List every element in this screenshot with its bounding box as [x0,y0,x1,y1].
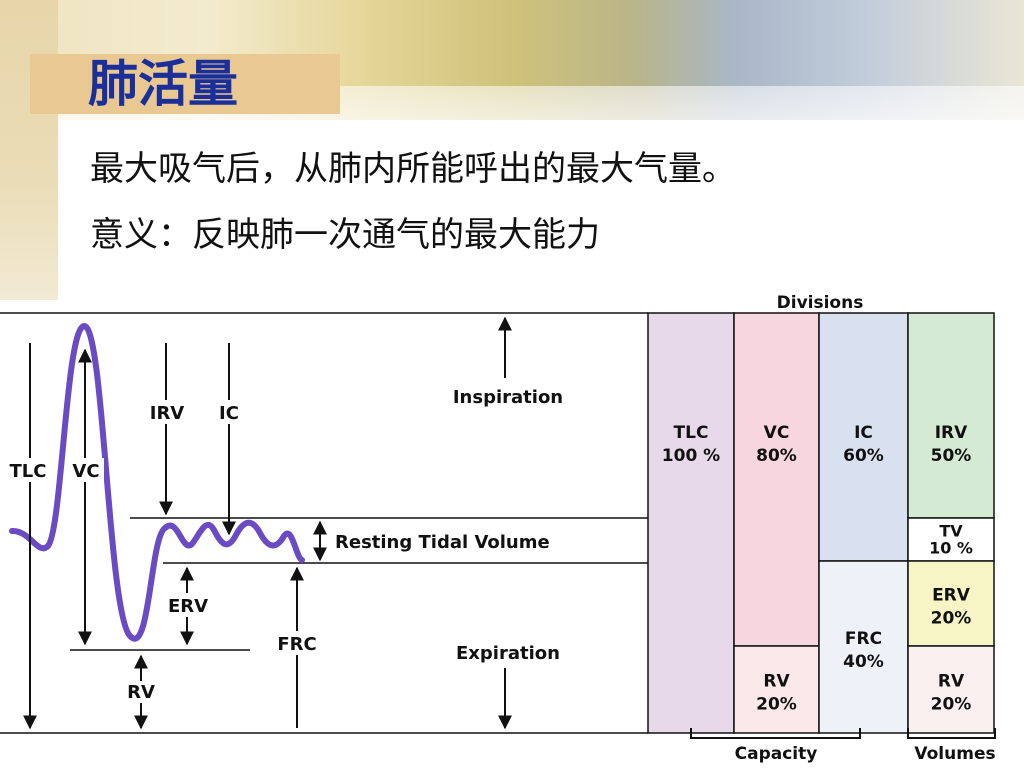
divisions-grid: TLC 100 % VC 80% RV 20% IC 60% FRC 40% IRV 50% TV10 … [647,312,995,734]
lung-volume-diagram: TLC VC IRV IC ERV RV FRC Inspiration Exp… [0,293,996,764]
title-highlight [30,54,340,114]
erv-label: ERV [168,596,208,617]
volumes-bracket [907,728,996,739]
decorative-left-strip [0,0,58,300]
division-cell-tv [907,517,995,562]
division-percent-tlc: 100 % [662,446,720,466]
capacity-label: Capacity [735,744,818,764]
division-name-irv: IRV [935,423,968,443]
division-percent-vc: 80% [756,446,797,466]
significance-text: 意义：反映肺一次通气的最大能力 [90,215,600,255]
capacity-bracket [690,728,861,739]
definition-text: 最大吸气后，从肺内所能呼出的最大气量。 [90,149,736,189]
erv-label-bg [160,593,216,617]
irv-label-bg [145,400,189,424]
tlc-label-bg [2,458,56,482]
division-percent-ic: 60% [843,446,884,466]
expiration-label: Expiration [456,643,560,664]
breathing-curve [9,322,305,642]
division-name-erv: ERV [932,586,971,606]
division-name-ic: IC [854,423,873,443]
division-percent-erv: 20% [931,609,972,629]
division-percent-rv: 20% [756,695,797,715]
vc-label: VC [72,461,99,482]
division-cell-rv [907,645,995,734]
inspiration-label: Inspiration [453,387,563,408]
frc-label-bg [268,631,326,655]
division-cell-rv [733,645,820,734]
division-cell-tlc [647,312,735,734]
division-name-tv: TV [939,522,963,541]
division-name-frc: FRC [845,629,882,649]
divisions-title: Divisions [777,293,864,313]
division-percent-rv: 20% [931,695,972,715]
division-name-rv: RV [938,672,965,692]
division-cell-vc [733,312,820,647]
division-cell-ic [818,312,909,562]
division-cell-irv [907,312,995,519]
slide-title: 肺活量 [88,54,238,113]
rv-label-bg [120,681,162,703]
ic-label-bg [214,400,244,424]
division-cell-erv [907,560,995,647]
division-name-tlc: TLC [674,423,709,443]
division-percent-frc: 40% [843,652,884,672]
division-percent-irv: 50% [931,446,972,466]
division-cell-frc [818,560,909,734]
division-name-vc: VC [764,423,790,443]
frc-label: FRC [277,634,316,655]
ic-label: IC [219,403,239,424]
rv-label: RV [127,682,155,703]
vc-label-bg [68,458,104,482]
tlc-label: TLC [10,461,47,482]
division-percent-tv: 10 % [929,539,973,558]
volumes-label: Volumes [914,744,995,764]
resting-tidal-volume-label: Resting Tidal Volume [335,532,550,553]
irv-label: IRV [150,403,185,424]
division-name-rv: RV [763,672,790,692]
decorative-fade [58,86,1024,296]
